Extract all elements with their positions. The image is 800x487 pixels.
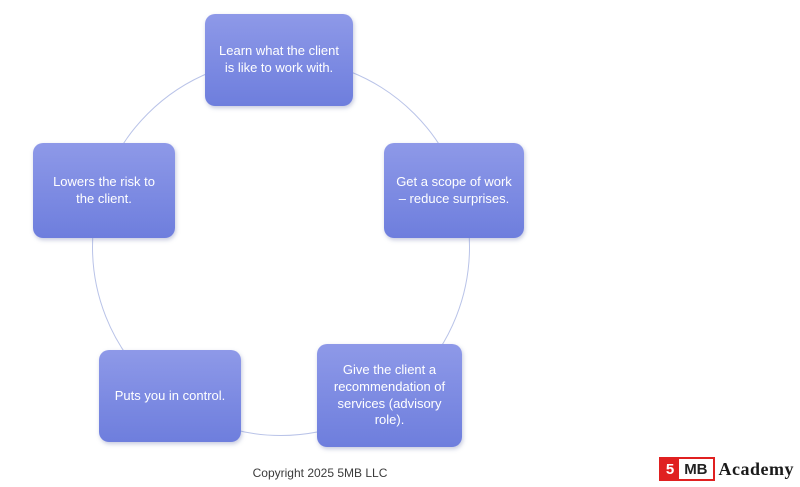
cycle-node-recommendation: Give the client a recommendation of serv…	[317, 344, 462, 447]
copyright-text: Copyright 2025 5MB LLC	[252, 466, 388, 480]
cycle-node-scope-of-work: Get a scope of work – reduce surprises.	[384, 143, 524, 238]
cycle-node-label: Give the client a recommendation of serv…	[333, 361, 446, 428]
cycle-node-label: Get a scope of work – reduce surprises.	[396, 173, 512, 206]
logo-5mb-box: 5 MB	[658, 457, 715, 481]
academy-logo: 5 MB Academy	[658, 457, 794, 481]
cycle-node-control: Puts you in control.	[99, 350, 241, 442]
cycle-node-label: Learn what the client is like to work wi…	[219, 43, 339, 75]
logo-academy-text: Academy	[718, 458, 794, 479]
logo-number: 5	[660, 459, 680, 479]
cycle-node-lower-risk: Lowers the risk to the client.	[33, 143, 175, 238]
cycle-node-label: Lowers the risk to the client.	[53, 173, 155, 206]
logo-mb: MB	[679, 459, 713, 479]
cycle-node-label: Puts you in control.	[114, 387, 226, 403]
cycle-node-learn-client: Learn what the client is like to work wi…	[205, 14, 353, 106]
